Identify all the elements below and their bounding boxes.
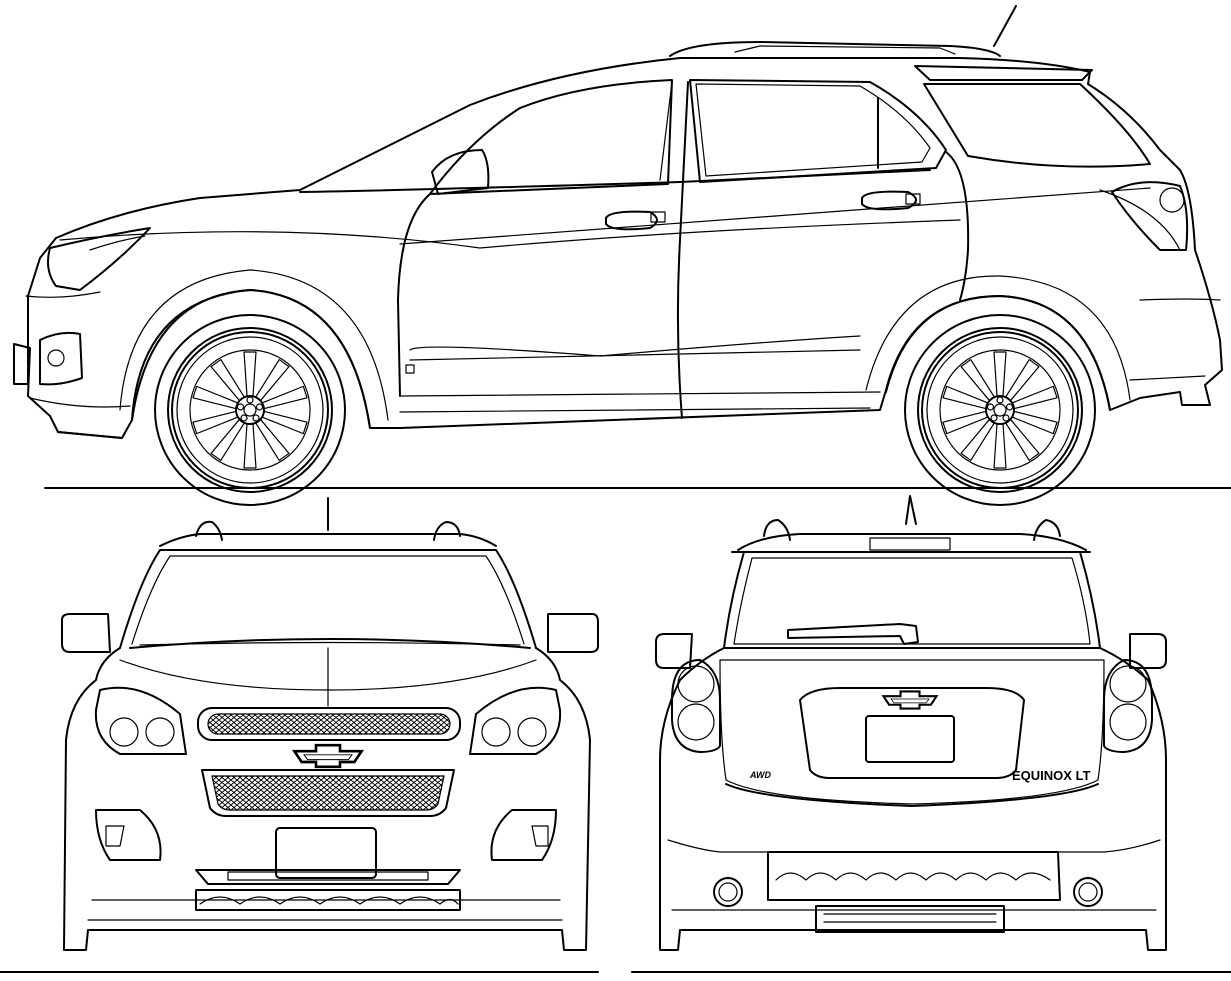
side-view	[0, 5, 1231, 973]
front-view	[61, 497, 599, 951]
model-badge: EQUINOX LT	[1012, 768, 1091, 783]
drive-badge: AWD	[749, 770, 771, 780]
rear-view: AWD EQUINOX LT	[655, 495, 1167, 951]
